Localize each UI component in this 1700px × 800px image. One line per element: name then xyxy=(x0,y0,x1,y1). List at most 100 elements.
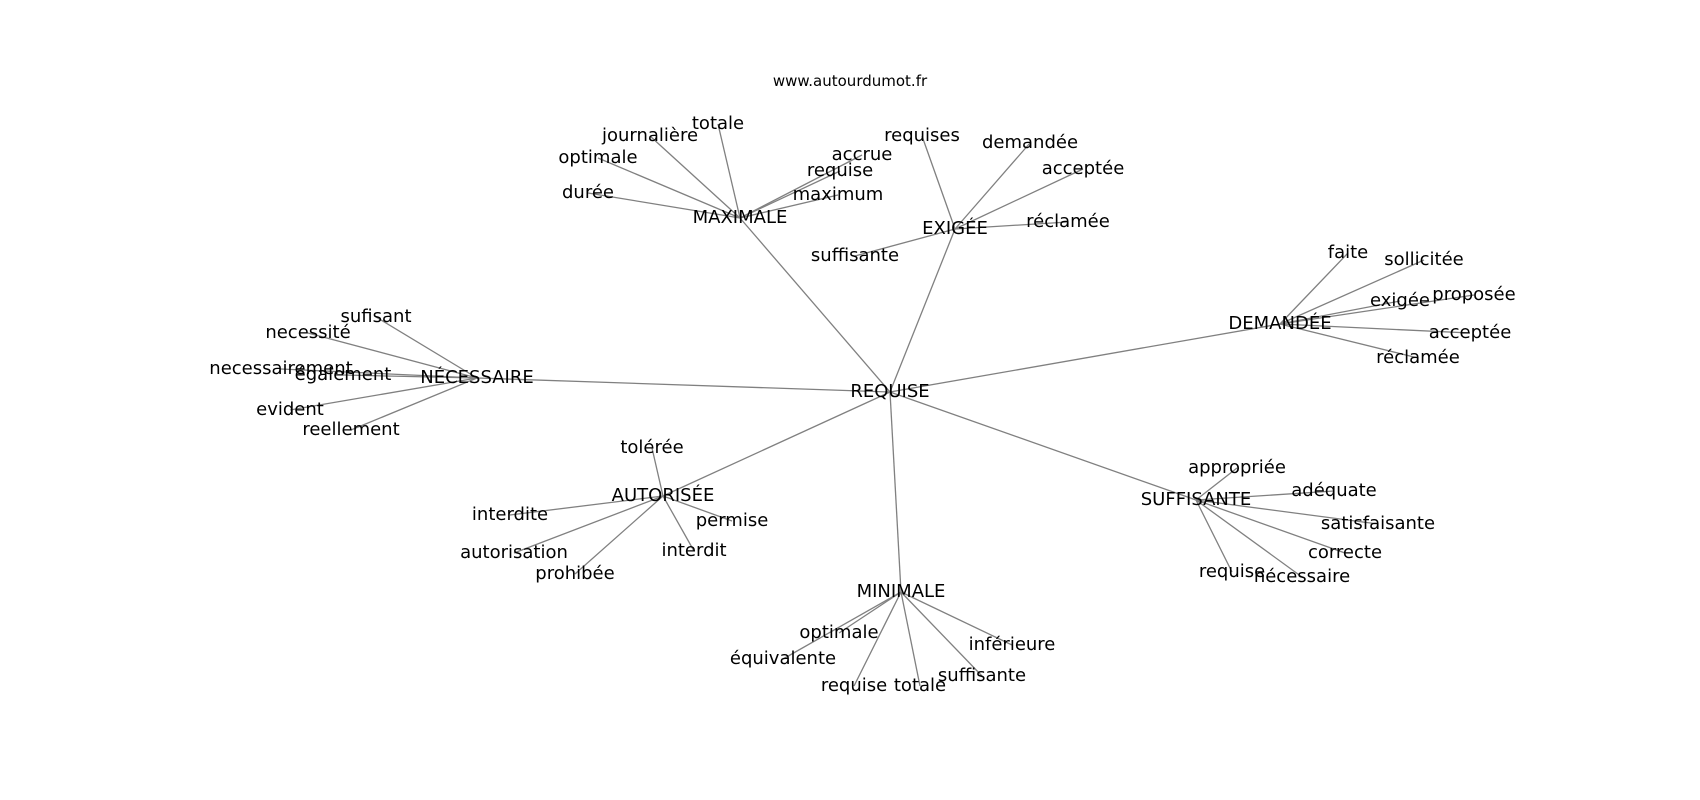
word-node[interactable]: interdite xyxy=(472,504,548,525)
hub-node[interactable]: MAXIMALE xyxy=(693,207,788,228)
edge-hub-to-word xyxy=(1279,252,1349,325)
word-node[interactable]: correcte xyxy=(1308,542,1382,563)
word-node[interactable]: satisfaisante xyxy=(1321,513,1435,534)
word-node[interactable]: faite xyxy=(1328,242,1369,263)
word-node[interactable]: reellement xyxy=(302,419,399,440)
edge-hub-to-word xyxy=(1195,499,1303,578)
word-node[interactable]: sollicitée xyxy=(1384,249,1464,270)
word-node[interactable]: prohibée xyxy=(535,563,614,584)
word-node[interactable]: également xyxy=(295,364,392,385)
edge-hub-to-word xyxy=(739,154,863,219)
edge-hub-to-word xyxy=(1195,467,1238,501)
edge-hub-to-word xyxy=(853,591,902,687)
edge-hub-to-word xyxy=(739,170,841,219)
edge-hub-to-word xyxy=(307,332,478,379)
edge-hub-to-word xyxy=(954,168,1084,230)
word-node[interactable]: autorisation xyxy=(460,542,568,563)
edge-hub-to-word xyxy=(651,447,664,497)
edge-hub-to-word xyxy=(375,316,478,379)
center-node[interactable]: REQUISE xyxy=(850,381,929,402)
edge-hub-to-word xyxy=(1195,499,1346,554)
edge-hub-to-word xyxy=(1279,294,1475,325)
word-node[interactable]: optimale xyxy=(799,622,878,643)
edge-hub-to-word xyxy=(662,495,695,552)
word-node[interactable]: appropriée xyxy=(1188,457,1286,478)
edge-hub-to-word xyxy=(1195,499,1233,573)
hub-node[interactable]: EXIGÉE xyxy=(922,217,988,239)
edge-center-to-hub xyxy=(889,391,1197,501)
word-node[interactable]: demandée xyxy=(982,132,1078,153)
word-node[interactable]: optimale xyxy=(558,147,637,168)
edge-hub-to-word xyxy=(289,377,478,411)
word-node[interactable]: nécessaire xyxy=(1254,566,1350,587)
word-node[interactable]: necessité xyxy=(265,322,350,343)
edge-hub-to-word xyxy=(782,591,902,660)
word-node[interactable]: inférieure xyxy=(969,634,1056,655)
edge-hub-to-word xyxy=(597,157,741,219)
hub-node[interactable]: NÉCESSAIRE xyxy=(420,366,533,388)
word-node[interactable]: evident xyxy=(256,399,324,420)
edge-hub-to-word xyxy=(900,591,1013,646)
word-node[interactable]: interdit xyxy=(661,540,726,561)
edge-hub-to-word xyxy=(1279,259,1425,325)
edge-hub-to-word xyxy=(838,591,902,634)
word-node[interactable]: journalière xyxy=(601,125,698,146)
word-node[interactable]: exigée xyxy=(1370,290,1430,311)
edge-hub-to-word xyxy=(280,368,478,379)
word-node[interactable]: suffisante xyxy=(811,245,899,266)
word-node[interactable]: tolérée xyxy=(620,437,683,458)
edge-center-to-hub xyxy=(889,228,956,393)
edge-hub-to-word xyxy=(900,591,983,677)
hub-node[interactable]: DEMANDÉE xyxy=(1228,312,1331,334)
word-node[interactable]: durée xyxy=(562,182,614,203)
word-node[interactable]: proposée xyxy=(1432,284,1515,305)
edge-hub-to-word xyxy=(342,374,478,379)
edge-hub-to-word xyxy=(574,495,664,575)
edge-center-to-hub xyxy=(662,391,891,497)
word-node[interactable]: requise xyxy=(807,160,873,181)
word-node[interactable]: réclamée xyxy=(1026,211,1110,232)
edge-hub-to-word xyxy=(854,228,956,257)
hub-node[interactable]: AUTORISÉE xyxy=(612,484,715,506)
word-node[interactable]: suffisante xyxy=(938,665,1026,686)
word-node[interactable]: acceptée xyxy=(1429,322,1512,343)
edge-hub-to-word xyxy=(717,123,741,219)
edge-center-to-hub xyxy=(889,323,1281,393)
word-node[interactable]: totale xyxy=(692,113,744,134)
word-node[interactable]: adéquate xyxy=(1291,480,1377,501)
edge-hub-to-word xyxy=(649,135,741,219)
edge-hub-to-word xyxy=(1279,323,1419,359)
edge-hub-to-word xyxy=(739,194,839,219)
edge-hub-to-word xyxy=(954,221,1069,230)
edge-hub-to-word xyxy=(509,495,664,516)
edge-hub-to-word xyxy=(513,495,664,554)
edge-center-to-hub xyxy=(889,391,902,593)
hub-node[interactable]: MINIMALE xyxy=(857,581,946,602)
edge-center-to-hub xyxy=(476,377,891,393)
edge-hub-to-word xyxy=(1195,490,1335,501)
word-node[interactable]: totale xyxy=(894,675,946,696)
edge-hub-to-word xyxy=(1195,499,1379,525)
word-node[interactable]: accrue xyxy=(832,144,893,165)
word-node[interactable]: acceptée xyxy=(1042,158,1125,179)
word-node[interactable]: permise xyxy=(696,510,769,531)
word-node[interactable]: sufisant xyxy=(341,306,412,327)
edge-hub-to-word xyxy=(1279,323,1471,334)
word-node[interactable]: réclamée xyxy=(1376,347,1460,368)
word-node[interactable]: requises xyxy=(884,125,960,146)
source-url: www.autourdumot.fr xyxy=(772,72,928,90)
word-node[interactable]: maximum xyxy=(793,184,884,205)
edge-hub-to-word xyxy=(900,591,921,687)
edge-hub-to-word xyxy=(1279,300,1401,325)
word-node[interactable]: necessairement xyxy=(209,358,352,379)
word-node[interactable]: équivalente xyxy=(730,648,836,669)
edge-hub-to-word xyxy=(662,495,733,522)
hub-node[interactable]: SUFFISANTE xyxy=(1141,489,1252,510)
edge-center-to-hub xyxy=(739,217,891,393)
word-node[interactable]: requise xyxy=(1199,561,1265,582)
edge-hub-to-word xyxy=(954,142,1031,230)
edge-hub-to-word xyxy=(587,192,741,219)
edge-hub-to-word xyxy=(350,377,478,431)
word-node[interactable]: requise xyxy=(821,675,887,696)
